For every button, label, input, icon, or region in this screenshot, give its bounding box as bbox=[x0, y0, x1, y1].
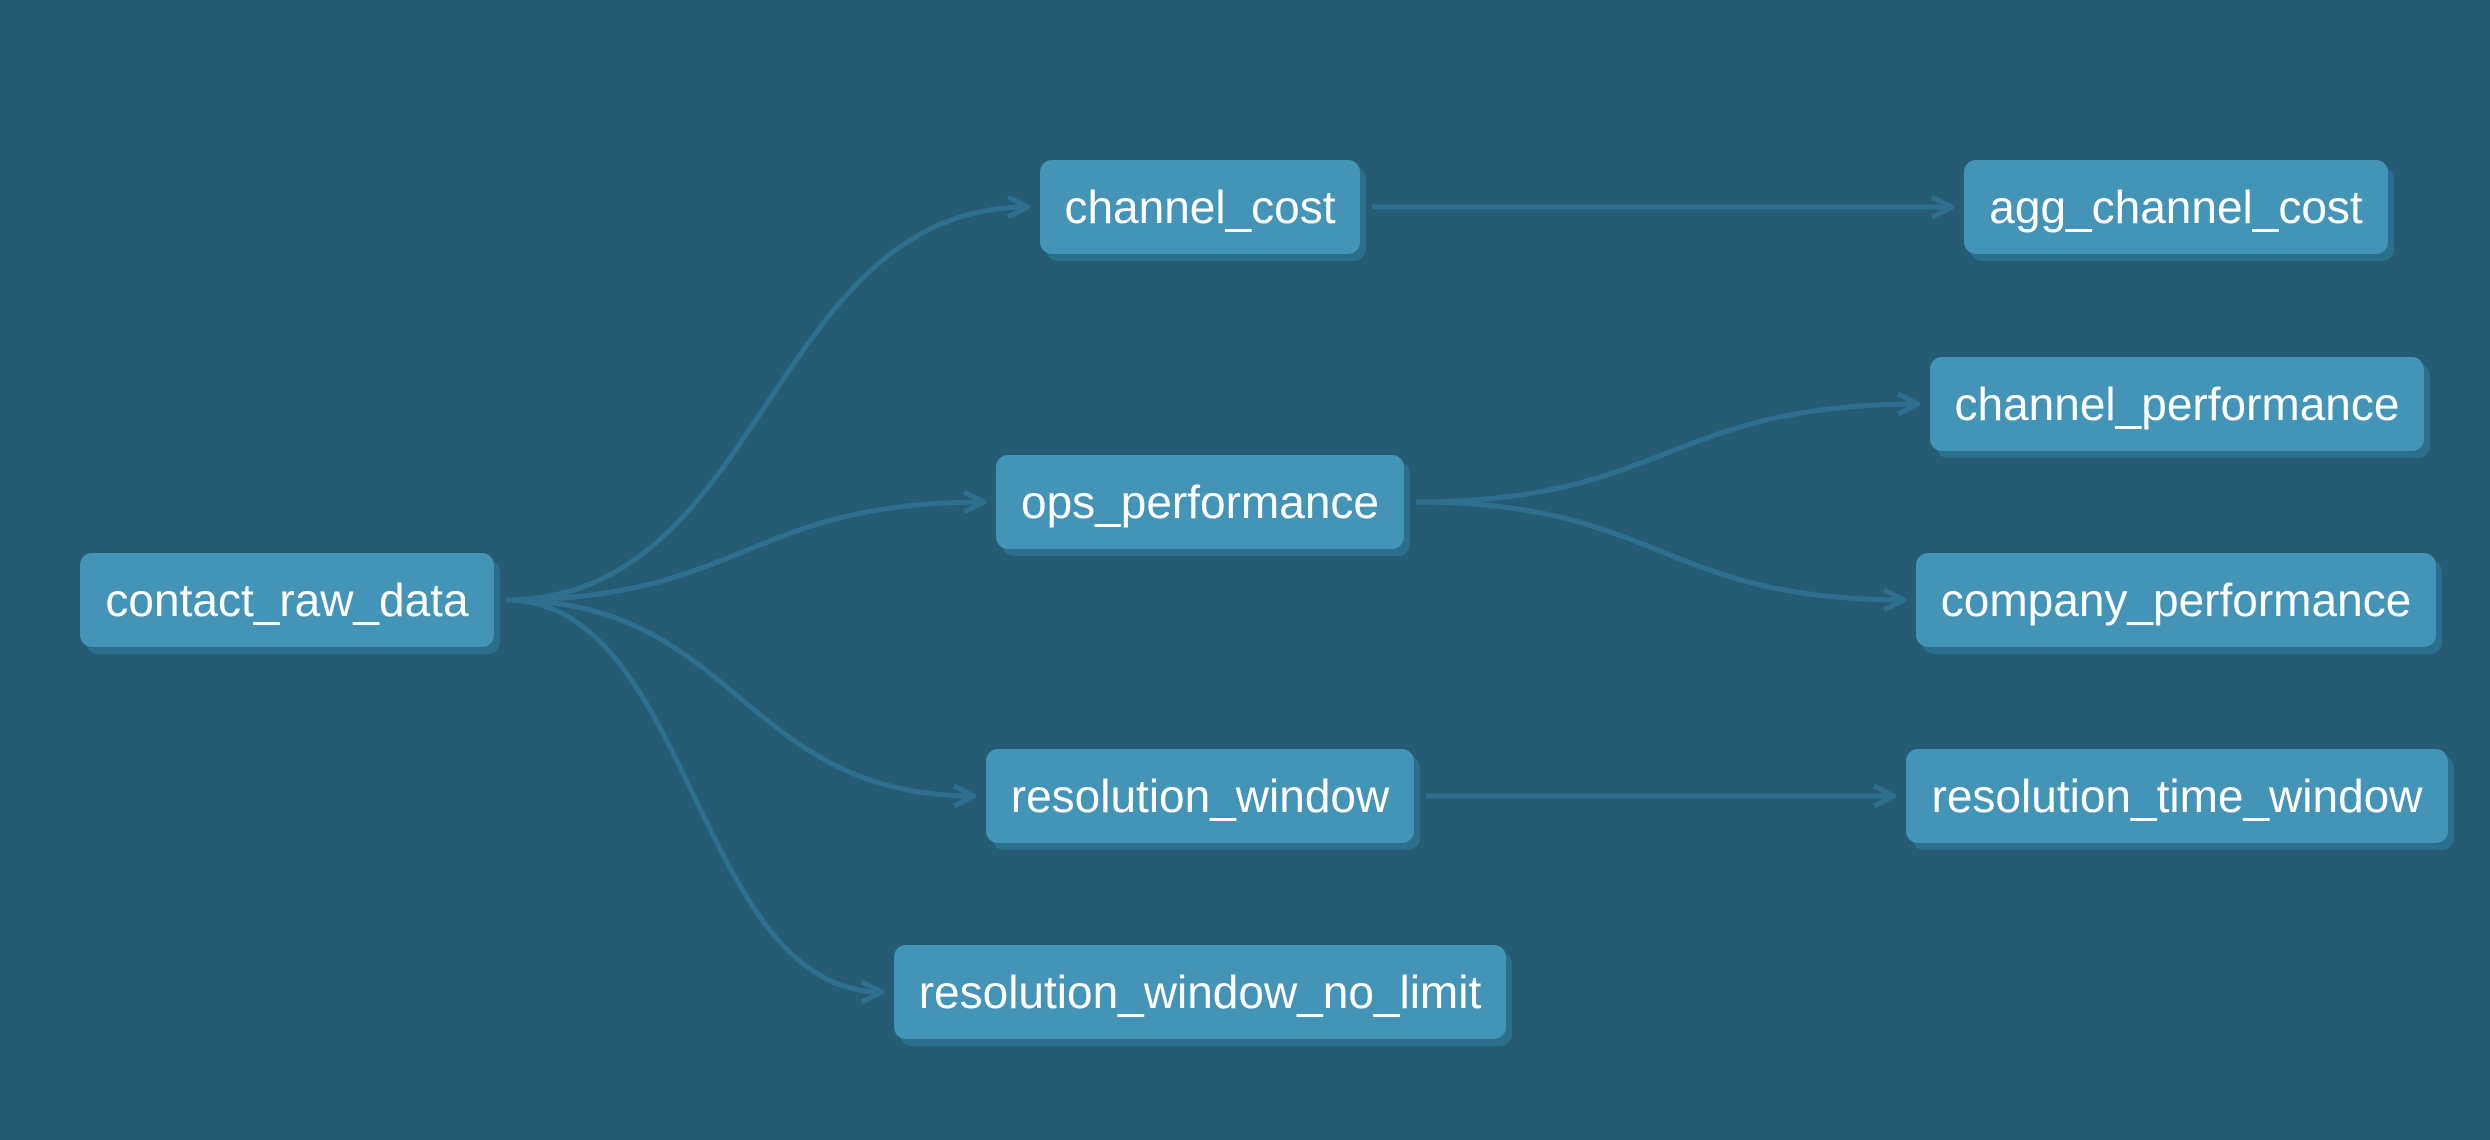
arrowhead-ops_performance bbox=[962, 489, 987, 515]
node-company-performance[interactable]: company_performance bbox=[1916, 553, 2436, 647]
arrowhead-channel_performance bbox=[1896, 391, 1921, 417]
node-resolution-window[interactable]: resolution_window bbox=[986, 749, 1414, 843]
edge-contact_raw_data-to-ops_performance bbox=[505, 499, 985, 603]
edge-contact_raw_data-to-channel_cost bbox=[505, 204, 1029, 603]
edge-ops_performance-to-company_performance bbox=[1415, 499, 1905, 603]
node-contact-raw-data[interactable]: contact_raw_data bbox=[80, 553, 494, 647]
edge-ops_performance-to-channel_performance bbox=[1415, 401, 1919, 505]
node-resolution-time-window[interactable]: resolution_time_window bbox=[1906, 749, 2448, 843]
arrowhead-company_performance bbox=[1882, 587, 1907, 613]
edge-contact_raw_data-to-resolution_window_no_limit bbox=[505, 597, 883, 995]
arrowhead-resolution_window bbox=[952, 783, 977, 809]
arrowhead-resolution_time_window bbox=[1872, 783, 1897, 809]
node-channel-performance[interactable]: channel_performance bbox=[1930, 357, 2424, 451]
node-channel-cost[interactable]: channel_cost bbox=[1040, 160, 1360, 254]
arrowhead-channel_cost bbox=[1006, 194, 1031, 220]
node-resolution-window-no-limit[interactable]: resolution_window_no_limit bbox=[894, 945, 1506, 1039]
arrowhead-resolution_window_no_limit bbox=[860, 979, 885, 1005]
node-ops-performance[interactable]: ops_performance bbox=[996, 455, 1404, 549]
edge-contact_raw_data-to-resolution_window bbox=[505, 597, 975, 799]
node-agg-channel-cost[interactable]: agg_channel_cost bbox=[1964, 160, 2388, 254]
arrowhead-agg_channel_cost bbox=[1930, 194, 1955, 220]
